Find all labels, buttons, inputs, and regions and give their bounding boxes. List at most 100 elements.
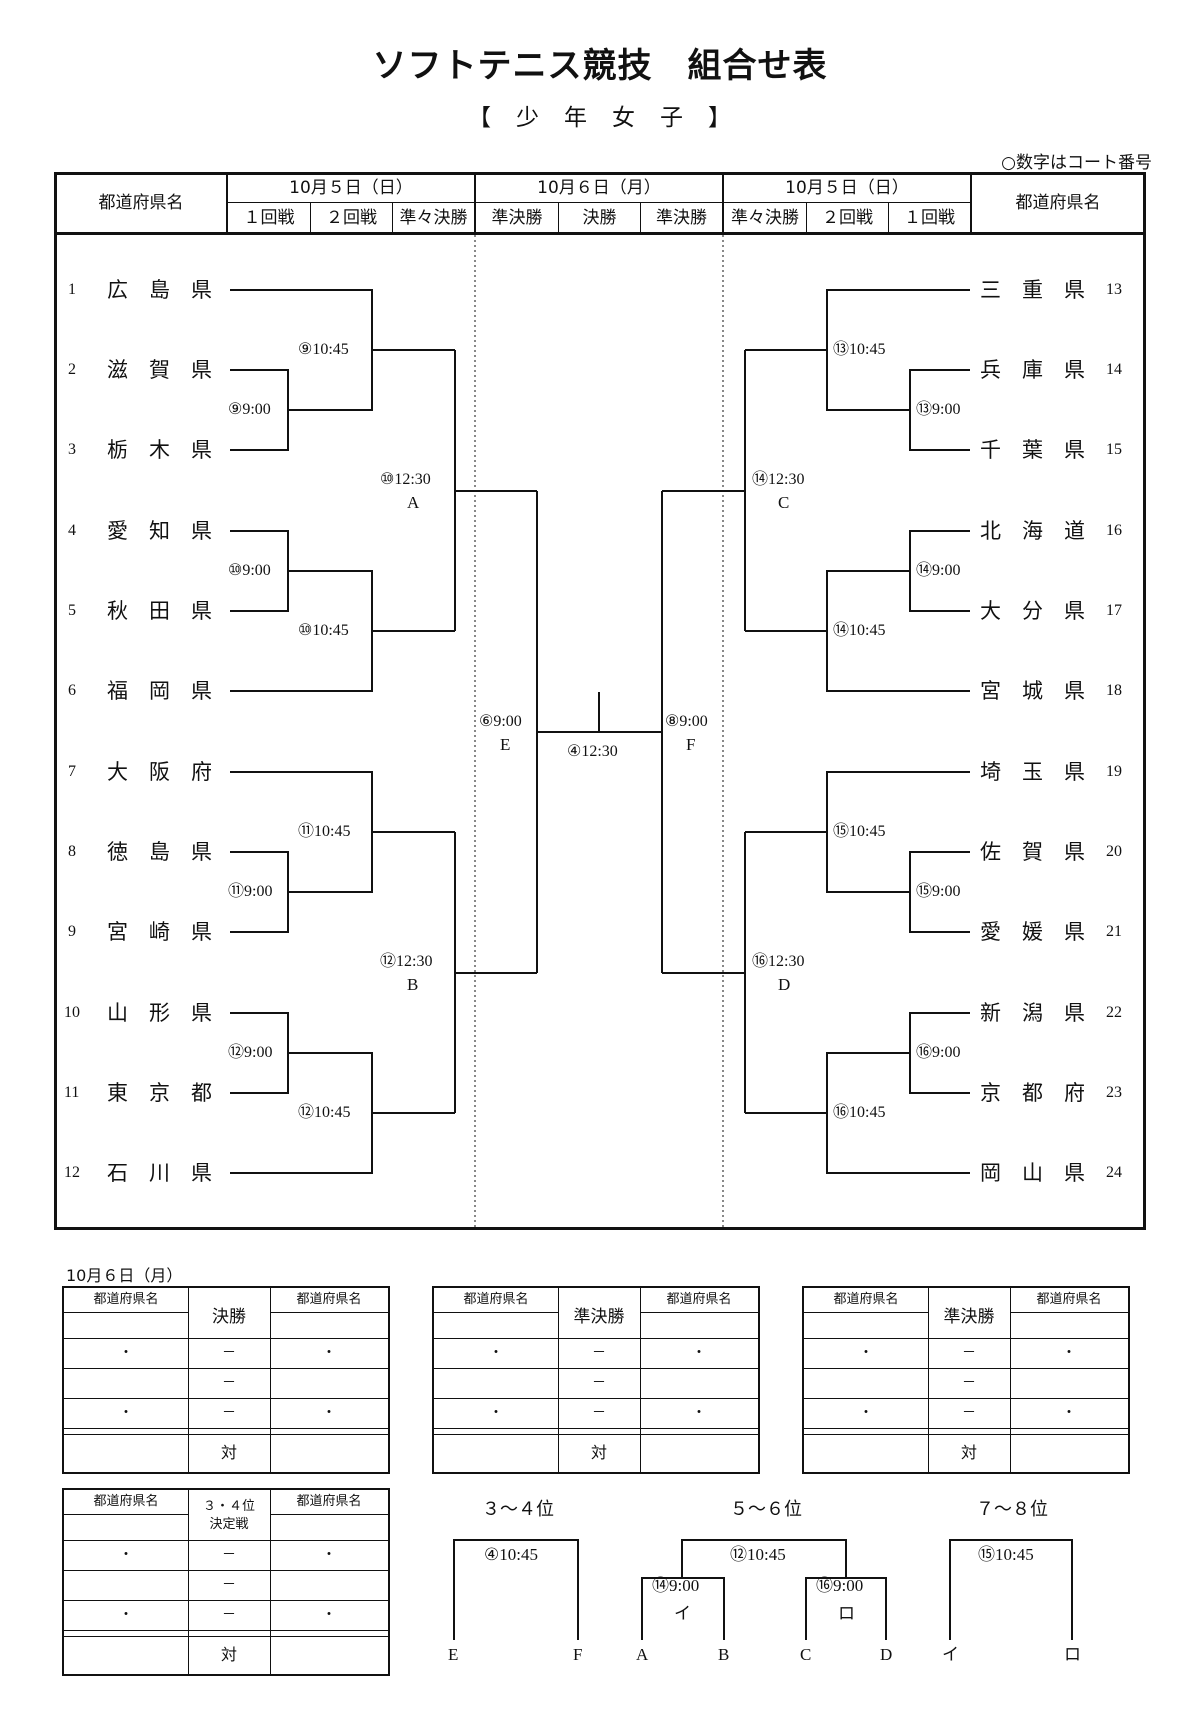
match-label: ⑩12:30 (380, 471, 431, 488)
match-label: ⑬10:45 (833, 341, 886, 358)
header-date-right: 10月５日（日） (785, 178, 909, 198)
team-number: 11 (64, 1084, 80, 1101)
place-56-sub-left-b: B (718, 1645, 730, 1664)
header-divider (474, 172, 476, 234)
team-name: 石 川 県 (107, 1161, 212, 1185)
header-divider (558, 202, 559, 233)
team-name: 福 岡 県 (107, 679, 212, 703)
team-name: 埼 玉 県 (980, 760, 1085, 784)
header-bottom-line (54, 232, 1146, 235)
match-label: ⑭12:30 (752, 471, 805, 488)
team-number: 21 (1106, 923, 1122, 940)
score-dot: ・ (119, 1345, 133, 1361)
place-34-time: ④10:45 (484, 1545, 538, 1564)
score-dash: － (962, 1405, 976, 1421)
score-dash: － (222, 1375, 236, 1391)
header-round: １回戦 (904, 208, 955, 228)
team-name: 佐 賀 県 (980, 840, 1085, 864)
team-name: 滋 賀 県 (107, 358, 212, 382)
match-label: ⑩9:00 (228, 562, 271, 579)
score-table: 都道府県名都道府県名準決勝・・－－・・－対 (432, 1286, 760, 1474)
team-name: 北 海 道 (980, 519, 1085, 543)
header-date-center: 10月６日（月） (537, 178, 661, 198)
match-label: ⑫9:00 (228, 1044, 273, 1061)
score-dash: － (592, 1405, 606, 1421)
match-letter: E (500, 735, 511, 754)
team-number: 7 (68, 763, 76, 780)
team-name: 広 島 県 (107, 278, 212, 302)
match-label: ⑥9:00 (479, 713, 522, 730)
score-dash: － (222, 1345, 236, 1361)
match-label: ⑭9:00 (916, 562, 961, 579)
score-dot: ・ (322, 1345, 336, 1361)
team-name: 岡 山 県 (980, 1161, 1085, 1185)
team-name: 大 阪 府 (107, 760, 212, 784)
header-divider (806, 202, 807, 233)
page-subtitle: 【 少 年 女 子 】 (468, 105, 732, 131)
team-number: 22 (1106, 1004, 1122, 1021)
score-dash: － (962, 1375, 976, 1391)
team-name: 愛 知 県 (107, 519, 212, 543)
score-dash: － (222, 1547, 236, 1563)
team-number: 23 (1106, 1084, 1122, 1101)
team-name: 栃 木 県 (107, 438, 212, 462)
team-name: 三 重 県 (980, 278, 1085, 302)
place-78-left: イ (942, 1645, 959, 1664)
place-78-label: ７～８位 (976, 1499, 1048, 1520)
header-divider (226, 172, 228, 234)
header-pref-left: 都道府県名 (98, 193, 184, 213)
vs-label: 対 (960, 1443, 977, 1462)
score-dot: ・ (322, 1547, 336, 1563)
header-divider (392, 202, 393, 233)
lower-date: 10月６日（月） (66, 1266, 183, 1285)
team-name: 東 京 都 (107, 1081, 212, 1105)
team-name: 山 形 県 (107, 1001, 212, 1025)
match-letter: B (407, 975, 419, 994)
score-dash: － (222, 1577, 236, 1593)
match-label: ⑭10:45 (833, 622, 886, 639)
score-dot: ・ (489, 1345, 503, 1361)
header-divider (310, 202, 311, 233)
match-label: ⑫12:30 (380, 953, 433, 970)
header-round: 準決勝 (491, 208, 543, 228)
score-dot: ・ (119, 1607, 133, 1623)
place-56-sub-left-time: ⑭9:00 (652, 1576, 700, 1595)
court-note: ○数字はコート番号 (1001, 153, 1152, 173)
vs-label: 対 (590, 1443, 607, 1462)
team-number: 3 (68, 441, 76, 458)
score-dash: － (962, 1345, 976, 1361)
match-label: ⑮10:45 (833, 823, 886, 840)
team-name: 京 都 府 (980, 1081, 1085, 1105)
score-dot: ・ (322, 1607, 336, 1623)
match-label: ⑯10:45 (833, 1104, 886, 1121)
team-name: 宮 城 県 (980, 679, 1085, 703)
header-round: 準々決勝 (399, 208, 468, 228)
header-round: １回戦 (243, 208, 295, 228)
place-34-right: F (573, 1645, 583, 1664)
match-label: ⑨9:00 (228, 401, 271, 418)
pref-label: 都道府県名 (833, 1292, 899, 1307)
place-56-label: ５～６位 (730, 1499, 802, 1520)
team-name: 新 潟 県 (980, 1001, 1085, 1025)
place-78-right: ロ (1064, 1645, 1081, 1664)
team-name: 愛 媛 県 (980, 920, 1085, 944)
score-dash: － (592, 1375, 606, 1391)
team-number: 15 (1106, 441, 1122, 458)
score-table-title: 準決勝 (943, 1307, 995, 1327)
page-title: ソフトテニス競技 組合せ表 (372, 46, 828, 86)
vs-label: 対 (220, 1645, 237, 1664)
team-number: 2 (68, 361, 76, 378)
match-letter: D (778, 975, 791, 994)
score-dot: ・ (119, 1547, 133, 1563)
place-56-sub-right-mark: ロ (838, 1604, 855, 1623)
place-56-sub-left-mark: イ (674, 1604, 691, 1623)
team-name: 千 葉 県 (980, 438, 1085, 462)
score-table-title: ３・４位 決定戦 (202, 1499, 255, 1532)
header-round: 決勝 (582, 208, 617, 228)
match-label: ⑨10:45 (298, 341, 349, 358)
team-name: 秋 田 県 (107, 599, 212, 623)
pref-label: 都道府県名 (1036, 1292, 1102, 1307)
place-34-label: ３～４位 (482, 1499, 554, 1520)
score-dot: ・ (859, 1345, 873, 1361)
